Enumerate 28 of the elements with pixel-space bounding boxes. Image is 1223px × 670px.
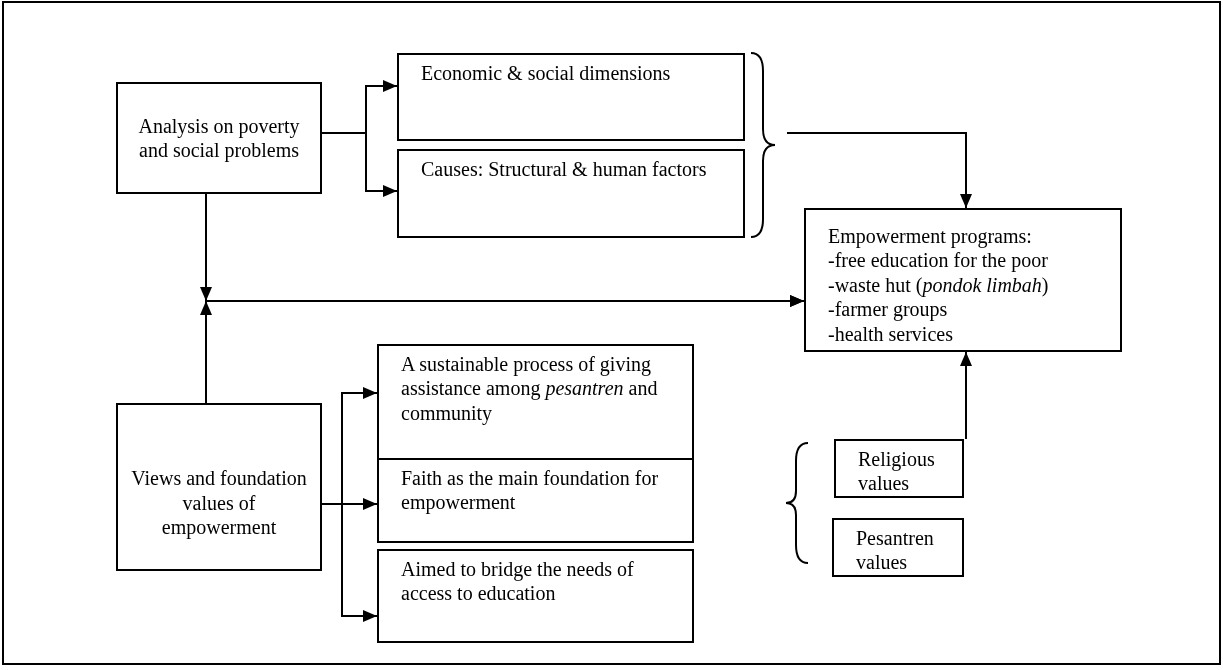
box-text: Religious values (858, 447, 936, 496)
process-box (116, 403, 322, 571)
box-text: Faith as the main foundation for empowerment (401, 466, 660, 515)
process-box (397, 149, 745, 238)
box-text: Views and foundation values of empowerment (130, 466, 308, 540)
arrow (200, 295, 805, 404)
arrow (786, 132, 972, 209)
process-box (832, 518, 964, 577)
box-text: Pesantren values (856, 526, 935, 575)
box-text: A sustainable process of giving assistance among pesantren and community (401, 352, 659, 426)
box-text: -health services (828, 321, 954, 346)
process-box (397, 53, 745, 141)
process-box (834, 439, 964, 498)
process-box (116, 82, 322, 194)
box-text: -waste hut (pondok limbah) (828, 272, 1050, 298)
process-box (377, 344, 694, 460)
box-text: -farmer groups (828, 297, 949, 322)
process-box (377, 549, 694, 643)
process-box (377, 458, 694, 543)
arrow (321, 132, 398, 197)
process-box (804, 208, 1122, 352)
box-text: -free education for the poor (828, 248, 1049, 273)
box-text: Aimed to bridge the needs of access to education (401, 557, 635, 606)
arrow (960, 351, 972, 440)
box-text: Economic & social dimensions (421, 61, 672, 86)
box-text: Analysis on poverty and social problems (137, 113, 301, 163)
box-text: Causes: Structural & human factors (421, 157, 708, 182)
box-text: Empowerment programs: (828, 224, 1033, 249)
